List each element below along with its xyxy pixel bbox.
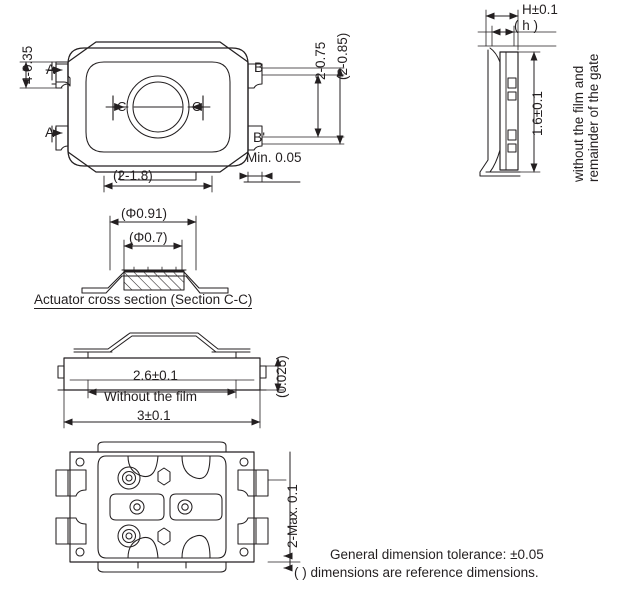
section-a-top-label: A: [46, 61, 56, 77]
actuator-outer-diameter-label: (Φ0.91): [121, 206, 168, 221]
top-view-geometry: [19, 41, 345, 193]
side-view-height-label: H±0.1: [522, 2, 558, 17]
gate-note-line2: remainder of the gate: [586, 53, 601, 182]
side-view-height-ref-label: ( h ): [514, 18, 539, 33]
side-view-geometry: [477, 9, 557, 177]
gate-note-line1: without the film and: [571, 65, 586, 182]
section-b-bottom-label: B': [253, 129, 266, 145]
front-view-without-film-label: Without the film: [104, 389, 198, 404]
front-view-body-width-label: 2.6±0.1: [133, 368, 178, 383]
top-view-vertical-pitch-ref-label: (2-0.85): [335, 32, 350, 80]
general-tolerance-note: General dimension tolerance: ±0.05: [330, 547, 544, 562]
section-c-right-label: C: [192, 99, 202, 114]
section-c-left-label: C: [117, 99, 127, 114]
actuator-section-geometry: [81, 215, 229, 294]
bottom-view-coplanarity-label: 2-Max. 0.1: [285, 484, 300, 548]
bottom-view-geometry: [55, 441, 301, 573]
reference-dimension-note: ( ) dimensions are reference dimensions.: [294, 565, 539, 580]
top-view-vertical-pitch-label: 2-0.75: [313, 41, 328, 80]
actuator-inner-diameter-label: (Φ0.7): [129, 230, 168, 245]
section-a-bottom-label: A': [45, 124, 58, 140]
front-view-geometry: [57, 332, 285, 429]
front-view-thickness-ref-label: (0.025): [274, 355, 289, 398]
side-view-body-height-label: 1.6±0.1: [530, 91, 545, 136]
top-view-left-pitch-label: 4-0.35: [20, 45, 35, 84]
top-view-width-ref-label: (2-1.8): [113, 168, 153, 183]
front-view-overall-width-label: 3±0.1: [137, 408, 171, 423]
gap-min-label: Min. 0.05: [246, 150, 302, 165]
section-b-top-label: B: [254, 59, 264, 75]
actuator-section-caption: Actuator cross section (Section C-C): [34, 292, 253, 310]
